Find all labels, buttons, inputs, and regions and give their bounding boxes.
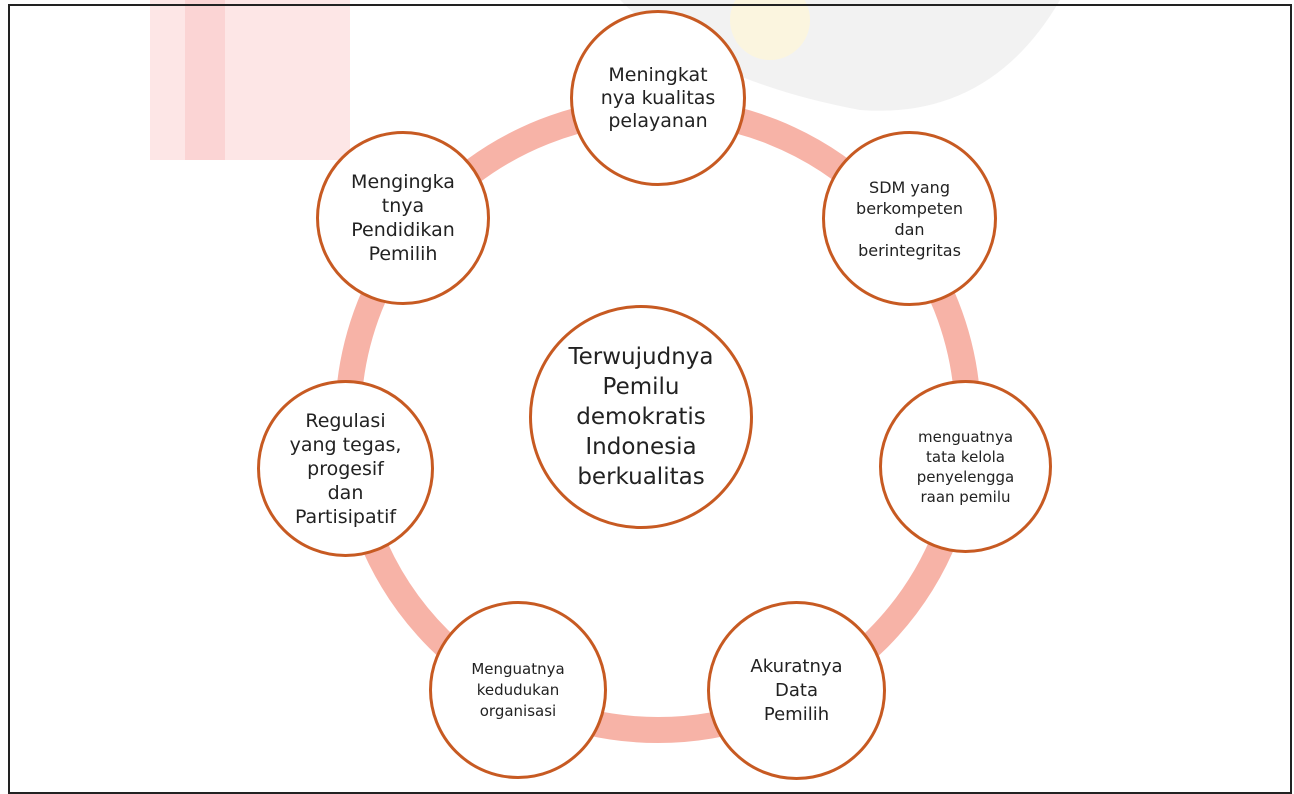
- node-tata-kelola: menguatnya tata kelola penyelengga raan …: [879, 380, 1052, 553]
- node-sdm: SDM yang berkompeten dan berintegritas: [822, 131, 997, 306]
- node-label: SDM yang berkompeten dan berintegritas: [856, 177, 963, 260]
- node-pendidikan-pemilih: Mengingka tnya Pendidikan Pemilih: [316, 131, 490, 305]
- node-kualitas-pelayanan: Meningkat nya kualitas pelayanan: [570, 10, 746, 186]
- node-label: menguatnya tata kelola penyelengga raan …: [916, 427, 1015, 506]
- node-data-pemilih: Akuratnya Data Pemilih: [707, 601, 886, 780]
- watermark-red-stripe: [185, 0, 225, 160]
- node-label: Mengingka tnya Pendidikan Pemilih: [351, 171, 455, 265]
- node-label: Akuratnya Data Pemilih: [750, 655, 843, 725]
- node-label: Regulasi yang tegas, progesif dan Partis…: [289, 409, 402, 528]
- node-kedudukan-organisasi: Menguatnya kedudukan organisasi: [429, 601, 607, 779]
- node-regulasi: Regulasi yang tegas, progesif dan Partis…: [257, 380, 434, 557]
- center-label: Terwujudnya Pemilu demokratis Indonesia …: [568, 344, 714, 490]
- watermark-red-band: [150, 0, 350, 160]
- node-label: Meningkat nya kualitas pelayanan: [600, 63, 716, 132]
- center-goal-node: Terwujudnya Pemilu demokratis Indonesia …: [529, 305, 753, 529]
- watermark-emblem: [730, 0, 810, 60]
- node-label: Menguatnya kedudukan organisasi: [471, 659, 565, 720]
- watermark-seal: [620, 0, 1060, 111]
